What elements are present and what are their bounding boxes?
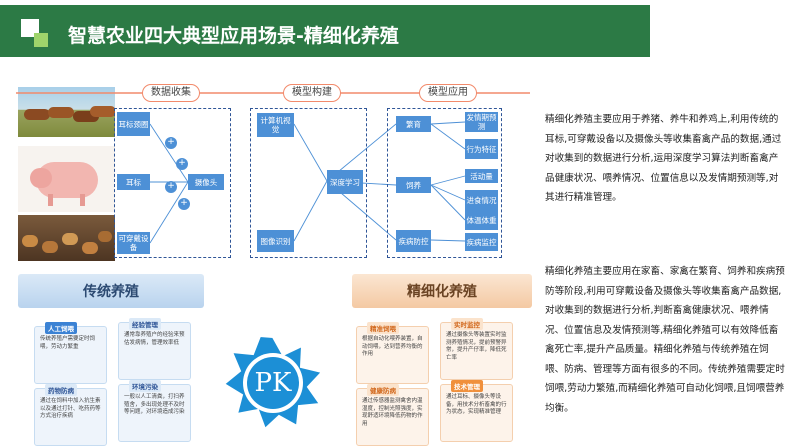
card-text: 根据自动化喂养装置，自动饲喂，达到营养均衡的作用 [362,336,423,358]
output-disease-monitor: 疾病监控 [465,233,498,251]
section-model-application: 模型应用 [419,84,477,102]
page-title: 智慧农业四大典型应用场景-精细化养殖 [68,25,399,47]
fine-banner: 精细化养殖 [352,274,532,308]
node-camera: 摄像头 [188,174,224,190]
section-model-building: 模型构建 [283,84,341,102]
card-tag: 健康防病 [367,384,399,396]
section-data-collection: 数据收集 [142,84,200,102]
card-text: 通过在饲料中加入抗生素以及通过打针、吃药药等方式治疗疾病 [40,398,101,420]
traditional-card: 环境污染 一般以人工清粪，打扫养殖舍，多出现处理不及时等问题，对环境造成污染 [118,380,191,442]
logo-square-icon [21,19,39,37]
card-tag: 经验管理 [129,318,161,330]
card-text: 传统养殖户需要定时饲喂，劳动力繁重 [40,336,96,350]
node-deep-learning: 深度学习 [327,170,363,194]
chicken-photo [18,215,115,261]
model-group [250,108,367,258]
node-disease-control: 疾病防控 [396,230,431,252]
card-text: 通常靠养殖户的经验来预估发病情，管理效率低 [124,332,185,346]
plus-icon: + [165,137,177,149]
output-behavior-features: 行为特征 [465,139,498,159]
pig-photo [18,146,115,212]
description-paragraph-2: 精细化养殖主要应用在家畜、家禽在繁育、饲养和疾病预防等阶段,利用可穿戴设备及摄像… [545,266,785,414]
plus-icon: + [178,198,190,210]
description-paragraph-1: 精细化养殖主要应用于养猪、养牛和养鸡上,利用传统的耳标,可穿戴设备以及摄像头等收… [545,114,782,203]
pk-label: PK [254,368,292,398]
pk-badge [222,334,324,430]
node-ear-tag-collar: 耳标颈圈 [117,112,150,136]
node-computer-vision: 计算机视觉 [257,113,294,137]
cattle-photo [18,87,115,137]
output-activity: 活动量 [465,169,498,183]
application-group [387,108,502,258]
card-tag: 人工饲喂 [45,322,77,334]
traditional-card: 药物防病 通过在饲料中加入抗生素以及通过打针、吃药药等方式治疗疾病 [34,384,107,446]
node-breeding: 繁育 [396,116,431,132]
node-image-recognition: 图像识别 [257,230,294,252]
collection-group [114,108,231,258]
output-intake: 进食情况 [465,190,498,210]
fine-card: 实时监控 通过摄像头等装置实时监测养殖情况，提前预警异常，提升产仔率，降低死亡率 [440,318,513,380]
title-banner: 智慧农业四大典型应用场景-精细化养殖 [0,5,650,57]
card-tag: 环境污染 [129,380,161,392]
node-wearable-device: 可穿戴设备 [117,232,150,254]
plus-icon: + [165,181,177,193]
plus-icon: + [176,158,188,170]
node-feeding: 饲养 [396,177,431,193]
fine-card: 健康防病 通过传感器监测禽舍内温湿度，控制光照强度，实现舒适环境降低药物的作用 [356,384,429,446]
card-text: 通过摄像头等装置实时监测养殖情况，提前预警异常，提升产仔率，降低死亡率 [446,332,507,361]
card-tag: 实时监控 [451,318,483,330]
traditional-card: 经验管理 通常靠养殖户的经验来预估发病情，管理效率低 [118,318,191,380]
traditional-banner: 传统养殖 [18,274,204,308]
node-ear-tag: 耳标 [117,174,150,190]
fine-card: 精准饲喂 根据自动化喂养装置，自动饲喂，达到营养均衡的作用 [356,322,429,384]
output-estrus-prediction: 发情期预测 [465,112,498,132]
card-text: 一般以人工清粪，打扫养殖舍，多出现处理不及时等问题，对环境造成污染 [124,394,185,416]
card-tag: 技术管理 [451,380,483,392]
traditional-card: 人工饲喂 传统养殖户需要定时饲喂，劳动力繁重 [34,322,107,384]
logo-accent-icon [34,33,48,47]
card-text: 通过耳标、摄像头等设备，用技术分析畜禽的行为状态，实现精准管理 [446,394,507,416]
fine-card: 技术管理 通过耳标、摄像头等设备，用技术分析畜禽的行为状态，实现精准管理 [440,380,513,442]
output-temp-weight: 体温体重 [465,210,498,230]
card-text: 通过传感器监测禽舍内温湿度，控制光照强度，实现舒适环境降低药物的作用 [362,398,423,427]
card-tag: 药物防病 [45,384,77,396]
card-tag: 精准饲喂 [367,322,399,334]
